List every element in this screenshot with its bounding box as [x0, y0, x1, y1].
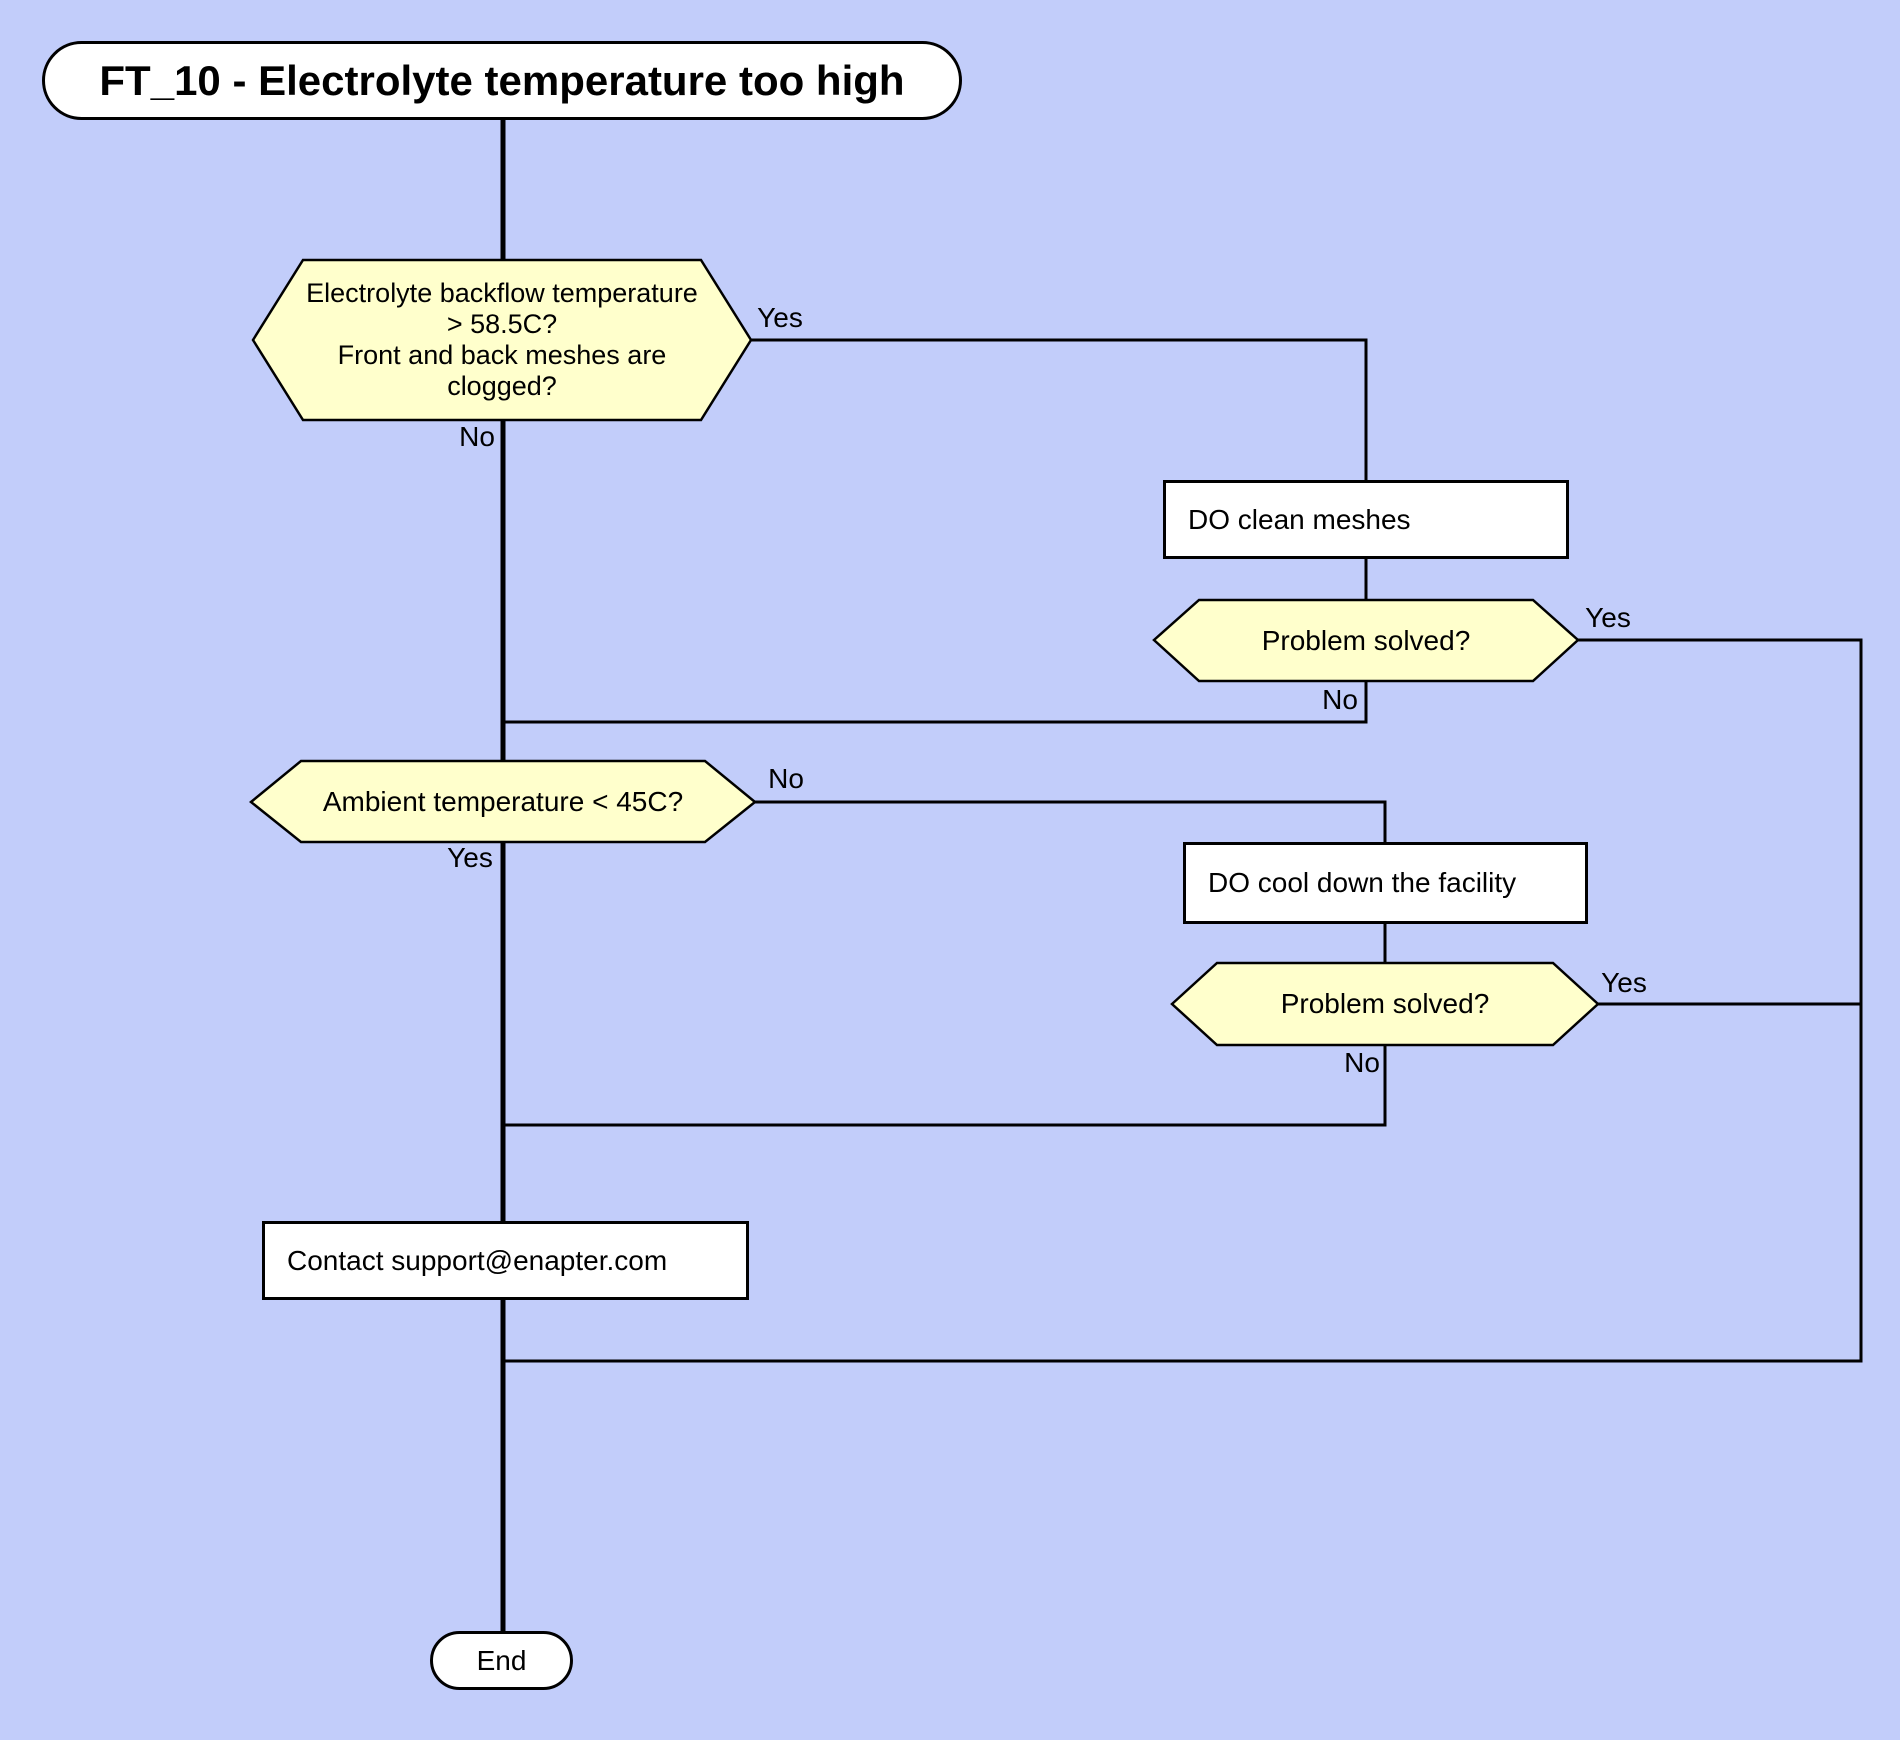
- edge-label-ambient-yes: Yes: [447, 842, 493, 873]
- edge-label-solved1-no: No: [1322, 684, 1358, 715]
- decision-problem-solved-1-hexagon: [1152, 598, 1580, 683]
- edge-ambient-no-line: [753, 800, 1387, 846]
- node-title: FT_10 - Electrolyte temperature too high: [42, 41, 962, 120]
- edge-label-solved2-no: No: [1344, 1047, 1380, 1078]
- node-process-cool-facility: DO cool down the facility: [1183, 842, 1588, 924]
- edge-label-ambient-no: No: [768, 763, 804, 794]
- decision-ambient-temp-hexagon: [249, 759, 757, 844]
- process-clean-meshes-label: DO clean meshes: [1188, 503, 1411, 535]
- node-process-contact-support: Contact support@enapter.com: [262, 1221, 749, 1300]
- edge-solved1-no-line: [501, 679, 1368, 724]
- title-label: FT_10 - Electrolyte temperature too high: [99, 56, 905, 104]
- node-process-clean-meshes: DO clean meshes: [1163, 480, 1569, 559]
- process-contact-support-label: Contact support@enapter.com: [287, 1244, 668, 1276]
- edge-solved1-yes-line: [501, 638, 1863, 1363]
- decision-problem-solved-2-hexagon: [1170, 961, 1600, 1047]
- process-cool-facility-label: DO cool down the facility: [1208, 867, 1517, 898]
- edge-label-backflow-yes: Yes: [757, 302, 803, 333]
- edge-label-backflow-no: No: [459, 421, 495, 452]
- edge-backflow-yes-line: [749, 338, 1368, 484]
- node-end: End: [430, 1631, 573, 1690]
- edge-label-solved2-yes: Yes: [1601, 967, 1647, 998]
- decision-backflow-hexagon: [251, 258, 753, 422]
- end-label: End: [476, 1644, 527, 1676]
- edge-label-solved1-yes: Yes: [1585, 602, 1631, 633]
- edge-solved2-no-line: [501, 1043, 1387, 1127]
